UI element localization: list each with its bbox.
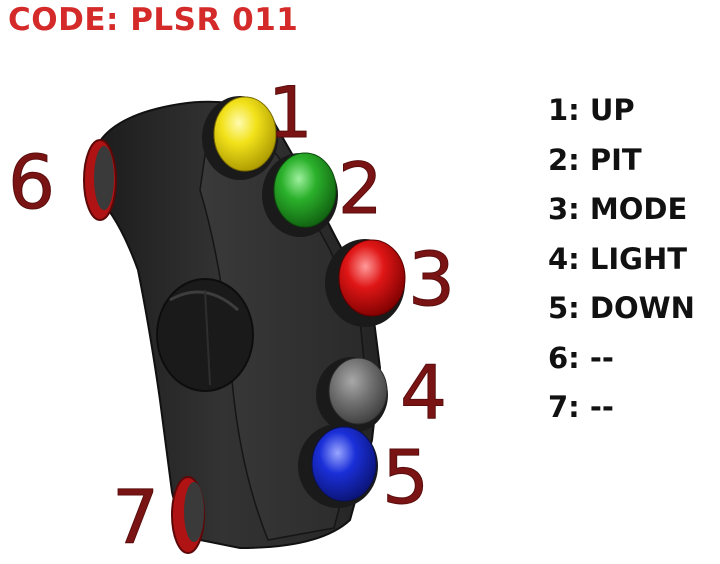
handlebar-bore (156, 278, 254, 392)
callout-number-5: 5 (382, 435, 429, 521)
legend-item-7: 7: -- (548, 390, 614, 424)
legend-item-3: 3: MODE (548, 192, 688, 226)
legend-item-4: 4: LIGHT (548, 241, 687, 276)
button-1-yellow (213, 96, 277, 172)
callout-number-1: 1 (268, 72, 313, 154)
callout-number-7: 7 (112, 475, 159, 561)
callout-number-4: 4 (400, 350, 447, 436)
button-4-grey (328, 357, 388, 425)
button-2-green (273, 152, 337, 228)
callout-number-3: 3 (408, 237, 455, 323)
button-3-red (338, 239, 406, 317)
legend-item-5: 5: DOWN (548, 291, 695, 325)
function-legend: 1: UP 2: PIT 3: MODE 4: LIGHT 5: DOWN 6:… (548, 86, 695, 433)
legend-item-2: 2: PIT (548, 142, 642, 177)
callout-number-2: 2 (338, 148, 383, 230)
legend-item-6: 6: -- (548, 340, 614, 375)
product-code-title: CODE: PLSR 011 (8, 2, 299, 38)
button-5-blue (311, 426, 377, 502)
callout-number-6: 6 (8, 140, 55, 226)
legend-item-1: 1: UP (548, 93, 635, 127)
